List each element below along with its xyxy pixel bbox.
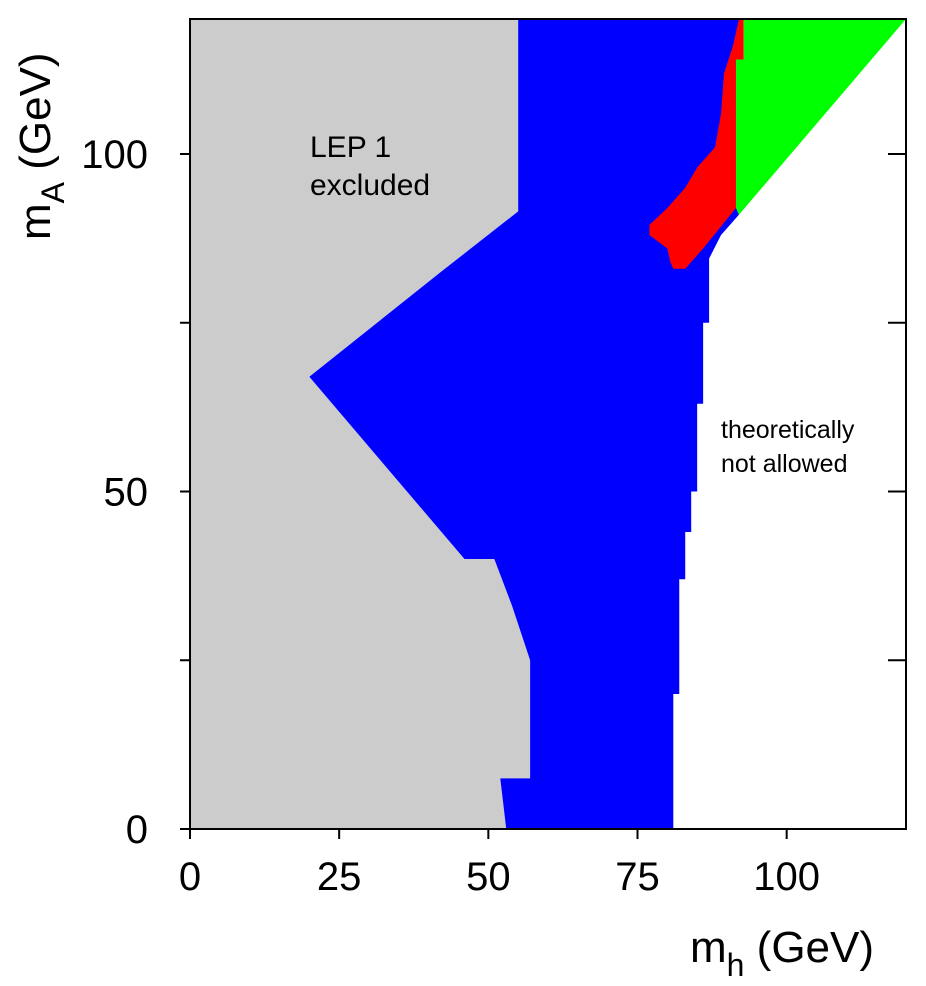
region-green — [735, 19, 906, 215]
lep1-label-line2: excluded — [310, 169, 430, 202]
x-tick-label: 0 — [179, 855, 201, 899]
region-allowed — [309, 19, 739, 829]
axis-ticks — [180, 153, 906, 839]
y-axis-title-unit: (GeV) — [11, 52, 60, 182]
y-axis-title: mA (GeV) — [11, 52, 71, 240]
y-tick-label: 100 — [81, 133, 148, 177]
x-axis-title: mh (GeV) — [690, 923, 874, 983]
x-tick-label: 100 — [753, 855, 820, 899]
theory-label-line1: theoretically — [721, 416, 855, 444]
theory-label-line2: not allowed — [721, 450, 847, 478]
y-tick-label: 50 — [104, 471, 149, 515]
y-tick-label: 0 — [126, 808, 148, 852]
plot-frame — [189, 18, 907, 830]
region-red — [649, 19, 744, 269]
axis-tick-labels: 0 25 50 75 100 0 50 100 — [81, 133, 820, 899]
lep1-label-line1: LEP 1 — [310, 131, 391, 164]
chart-regions — [190, 19, 906, 829]
x-tick-label: 25 — [317, 855, 362, 899]
x-axis-title-sub: h — [727, 947, 745, 983]
region-lep1 — [190, 19, 531, 829]
y-axis-title-main: m — [11, 203, 60, 240]
x-axis-title-main: m — [690, 923, 727, 972]
y-axis-title-sub: A — [35, 181, 71, 203]
x-tick-label: 50 — [466, 855, 511, 899]
x-tick-label: 75 — [615, 855, 660, 899]
x-axis-title-unit: (GeV) — [744, 923, 874, 972]
